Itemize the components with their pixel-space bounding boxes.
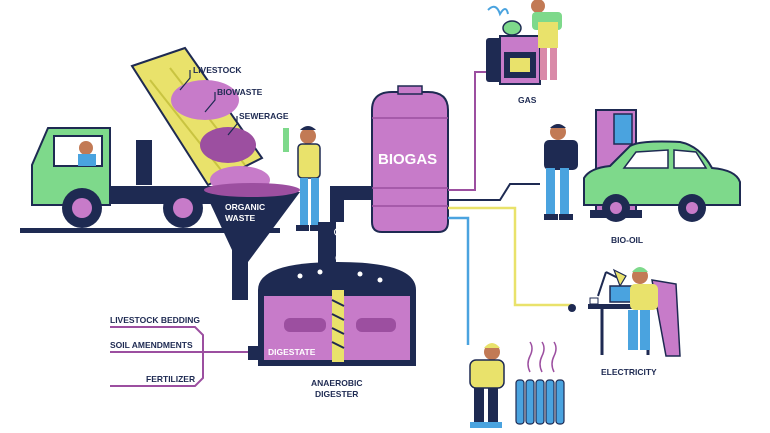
line-to-electricity bbox=[448, 206, 572, 307]
ground-line bbox=[20, 228, 280, 233]
pipe-tank-digester bbox=[318, 222, 336, 264]
label-soil-amendments: SOIL AMENDMENTS bbox=[110, 340, 193, 350]
label-livestock-bedding: LIVESTOCK BEDDING bbox=[110, 315, 200, 325]
stove-icon bbox=[486, 5, 541, 85]
person-icon-refuel bbox=[544, 124, 578, 220]
car-icon bbox=[583, 140, 741, 222]
label-livestock: LIVESTOCK bbox=[193, 65, 242, 75]
truck-icon bbox=[31, 46, 270, 228]
digester-title-line2: DIGESTER bbox=[315, 389, 358, 399]
desk-lamp-icon bbox=[568, 268, 627, 312]
digestate-uses: LIVESTOCK BEDDING SOIL AMENDMENTS FERTIL… bbox=[110, 315, 248, 387]
pipe-to-tank-vertical bbox=[330, 186, 344, 222]
digester-title-line1: ANAEROBIC bbox=[311, 378, 362, 388]
digestate-label: DIGESTATE bbox=[268, 347, 316, 357]
hopper-label-line1: ORGANIC bbox=[225, 202, 265, 212]
radiator-icon bbox=[515, 341, 565, 425]
anaerobic-digester: DIGESTATE ANAEROBIC DIGESTER bbox=[258, 262, 416, 399]
line-to-gas bbox=[448, 71, 498, 191]
label-gas: GAS bbox=[518, 95, 537, 105]
line-to-bio-oil bbox=[448, 183, 540, 201]
label-electricity: ELECTRICITY bbox=[601, 367, 657, 377]
label-fertilizer: FERTILIZER bbox=[146, 374, 195, 384]
line-to-heating bbox=[448, 216, 470, 345]
person-icon bbox=[531, 0, 562, 80]
biogas-tank: BIOGAS bbox=[371, 85, 449, 233]
worker-icon bbox=[283, 126, 323, 231]
hopper-label-line2: WASTE bbox=[225, 213, 256, 223]
label-bio-oil: BIO-OIL bbox=[611, 235, 643, 245]
digestate-outlet bbox=[248, 346, 260, 360]
input-labels: LIVESTOCK BIOWASTE SEWERAGE bbox=[179, 65, 289, 136]
label-biowaste: BIOWASTE bbox=[217, 87, 263, 97]
person-icon-heating bbox=[469, 343, 505, 428]
label-sewerage: SEWERAGE bbox=[239, 111, 289, 121]
tank-label: BIOGAS bbox=[378, 151, 437, 168]
person-icon-desk bbox=[628, 267, 681, 357]
gas-bubbles bbox=[308, 228, 349, 263]
hopper: ORGANIC WASTE bbox=[204, 183, 300, 300]
